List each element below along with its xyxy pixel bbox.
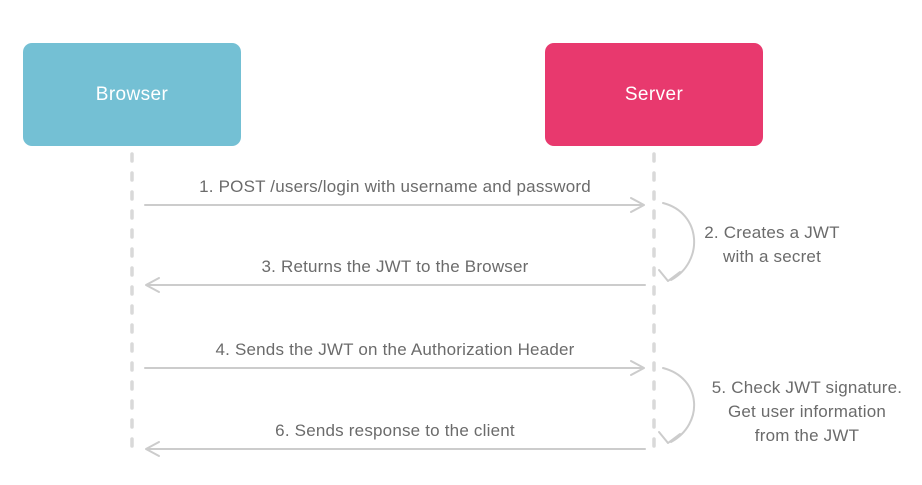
self-loop-curve — [662, 202, 695, 281]
message-1-label: 1. POST /users/login with username and p… — [199, 177, 591, 196]
self-loop-message-5 — [658, 367, 695, 444]
arrow-head-right — [630, 197, 645, 213]
actor-box-server: Server — [545, 43, 763, 146]
arrow-head-down — [658, 269, 681, 282]
message-4-label: 4. Sends the JWT on the Authorization He… — [215, 340, 575, 359]
arrow-head-right — [630, 360, 645, 376]
actor-box-browser: Browser — [23, 43, 241, 146]
actor-label-browser: Browser — [95, 83, 169, 105]
arrow-message-4 — [144, 360, 645, 376]
arrow-head-down — [658, 431, 681, 444]
self-loop-message-2 — [658, 202, 695, 282]
message-5-label: 5. Check JWT signature. Get user informa… — [711, 378, 903, 445]
arrow-head-left — [145, 441, 160, 457]
arrow-message-1 — [144, 197, 645, 213]
arrow-head-left — [145, 277, 160, 293]
message-6-label: 6. Sends response to the client — [275, 421, 515, 440]
self-loop-curve — [662, 367, 695, 443]
message-3-label: 3. Returns the JWT to the Browser — [261, 257, 529, 276]
message-2-label: 2. Creates a JWT with a secret — [704, 223, 840, 266]
arrow-message-6 — [145, 441, 646, 457]
actor-label-server: Server — [624, 83, 684, 105]
arrow-message-3 — [145, 277, 646, 293]
